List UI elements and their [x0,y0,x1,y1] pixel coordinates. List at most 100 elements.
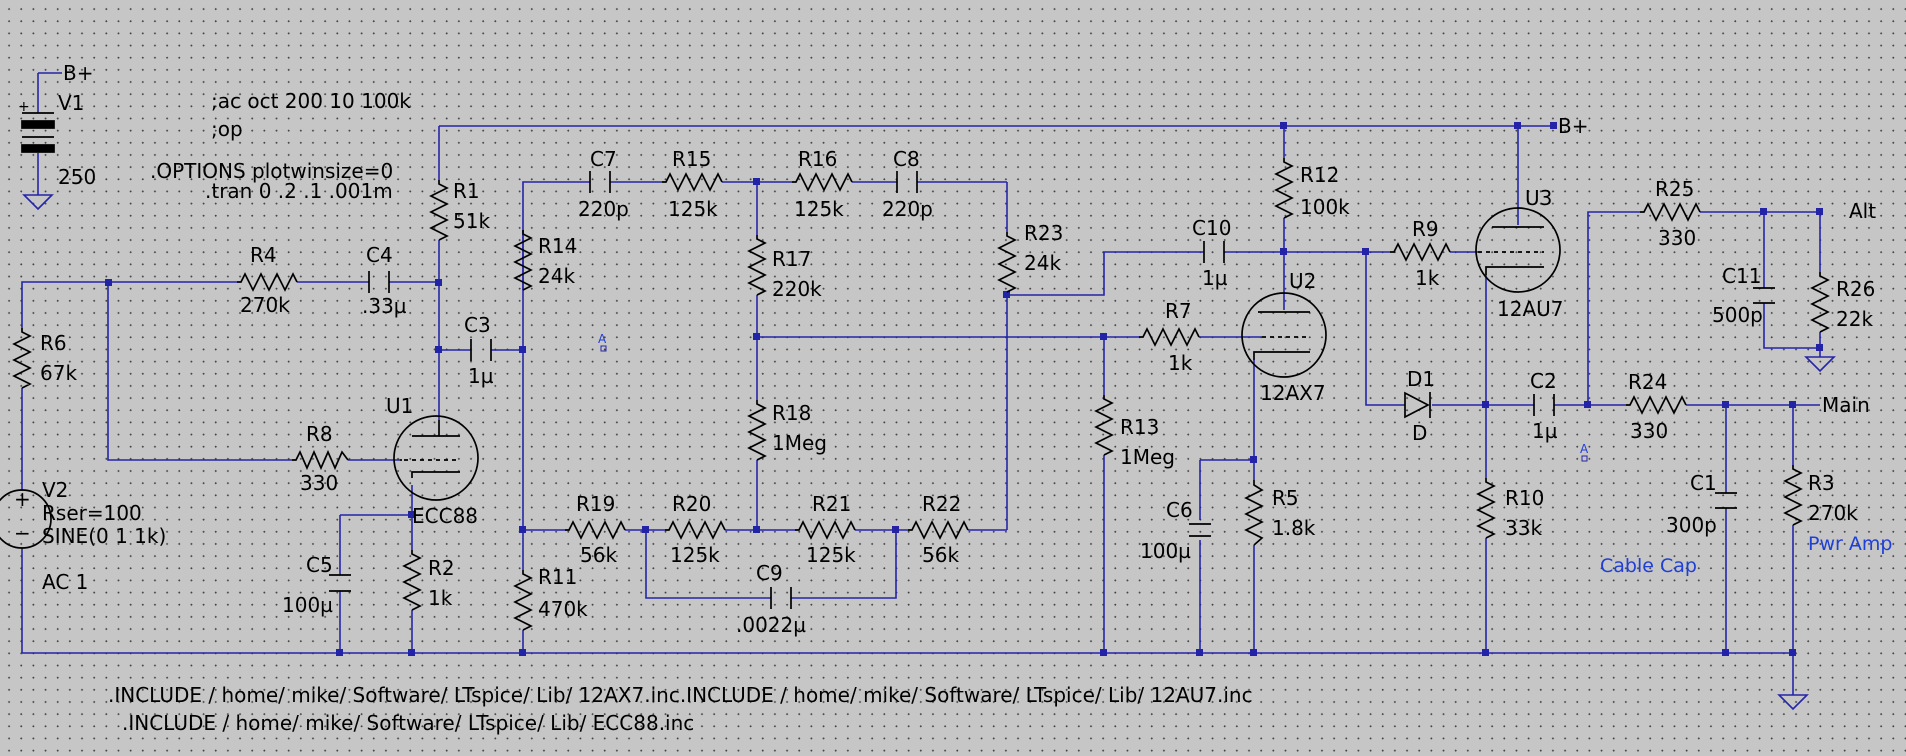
r8-body [292,449,349,471]
r15-value: 125k [668,197,718,221]
r9-body [1390,242,1451,262]
c3-name: C3 [464,313,491,337]
r3-body [1783,465,1803,526]
label-pwr-amp: Pwr Amp [1808,533,1892,555]
r20-body [665,520,726,540]
r22-name: R22 [922,492,961,516]
directive-op: ;op [211,117,243,141]
probe-a-right: A [1580,442,1589,456]
r22-value: 56k [922,543,959,567]
r15-name: R15 [672,147,711,171]
r22-body [908,520,969,540]
r14-value: 24k [538,264,575,288]
v2-sine-source [0,489,52,549]
c11-name: C11 [1722,264,1761,288]
r16-body [792,172,853,192]
r16-value: 125k [794,197,844,221]
r7-value: 1k [1168,351,1193,375]
u2-name: U2 [1289,269,1316,293]
r19-name: R19 [576,492,615,516]
wires [21,72,1821,695]
c6-name: C6 [1166,498,1193,522]
directive-ac: ;ac oct 200 10 100k [211,89,411,113]
r9-name: R9 [1412,217,1439,241]
r12-name: R12 [1300,163,1339,187]
r18-value: 1Meg [772,431,827,455]
c1-name: C1 [1690,471,1717,495]
c7-body [589,171,611,193]
r20-name: R20 [672,492,711,516]
ground-icon [22,194,54,211]
c6-value: 100µ [1140,539,1191,563]
directive-include-2: .INCLUDE / home/ mike/ Software/ LTspice… [122,711,694,735]
r1-value: 51k [453,209,490,233]
label-cable-cap: Cable Cap [1600,555,1697,577]
r8-value: 330 [300,471,338,495]
r11-value: 470k [538,597,588,621]
r15-body [662,172,723,192]
r24-body [1626,395,1687,415]
r10-body [1476,478,1496,539]
r7-name: R7 [1165,299,1192,323]
r4-value: 270k [240,293,290,317]
r23-value: 24k [1024,251,1061,275]
r2-value: 1k [428,586,453,610]
c4-body [368,271,390,293]
c2-value: 1µ [1532,419,1558,443]
c9-body [770,587,792,609]
c4-name: C4 [366,243,393,267]
probe-marker [600,345,607,352]
r13-name: R13 [1120,415,1159,439]
r26-name: R26 [1836,277,1875,301]
r23-body [997,232,1017,293]
directives: ;ac oct 200 10 100k ;op .OPTIONS plotwin… [108,89,1253,735]
r13-body [1094,395,1114,456]
v2-sine: SINE(0 1 1k) [42,524,166,548]
ground-icon [1804,356,1836,373]
r23-name: R23 [1024,221,1063,245]
c11-value: 500p [1712,303,1763,327]
c11-body [1753,287,1775,304]
r6-name: R6 [40,331,67,355]
r24-value: 330 [1630,419,1668,443]
r9-value: 1k [1415,266,1440,290]
r5-name: R5 [1272,486,1299,510]
c1-body [1715,492,1737,509]
r14-body [513,230,533,291]
v1-plus: + [18,99,30,115]
ground-icon [1777,694,1809,711]
c5-value: 100µ [282,593,333,617]
v2-ac: AC 1 [42,570,88,594]
r16-name: R16 [798,147,837,171]
r2-body [402,550,422,611]
net-alt: Alt [1849,199,1876,223]
r12-value: 100k [1300,195,1350,219]
v2-rser: Rser=100 [42,501,142,525]
directive-tran: .tran 0 .2 .1 .001m [205,179,393,203]
r20-value: 125k [670,543,720,567]
r10-value: 33k [1505,516,1542,540]
ground-symbols [22,194,1836,711]
v1-battery [21,112,55,153]
c8-name: C8 [893,147,920,171]
r1-body [429,180,449,241]
v2-plus: + [14,487,31,511]
r12-body [1274,158,1294,219]
r5-value: 1.8k [1272,516,1316,540]
c9-name: C9 [756,561,783,585]
r24-name: R24 [1628,370,1667,394]
r21-name: R21 [812,492,851,516]
tube-u1 [393,415,479,501]
c3-value: 1µ [468,364,494,388]
r2-name: R2 [428,556,455,580]
capacitor-labels: C4 .33µ C3 1µ C7 220p C8 220p C9 .0022µ … [282,147,1763,637]
u3-model: 12AU7 [1497,297,1564,321]
r3-value: 270k [1808,501,1858,525]
v1-name: V1 [58,91,84,115]
u3-name: U3 [1525,186,1552,210]
directive-options: .OPTIONS plotwinsize=0 [150,159,393,183]
net-bplus-rail: B+ [1558,114,1588,138]
v1-value: 250 [58,165,96,189]
c4-value: .33µ [362,294,407,318]
